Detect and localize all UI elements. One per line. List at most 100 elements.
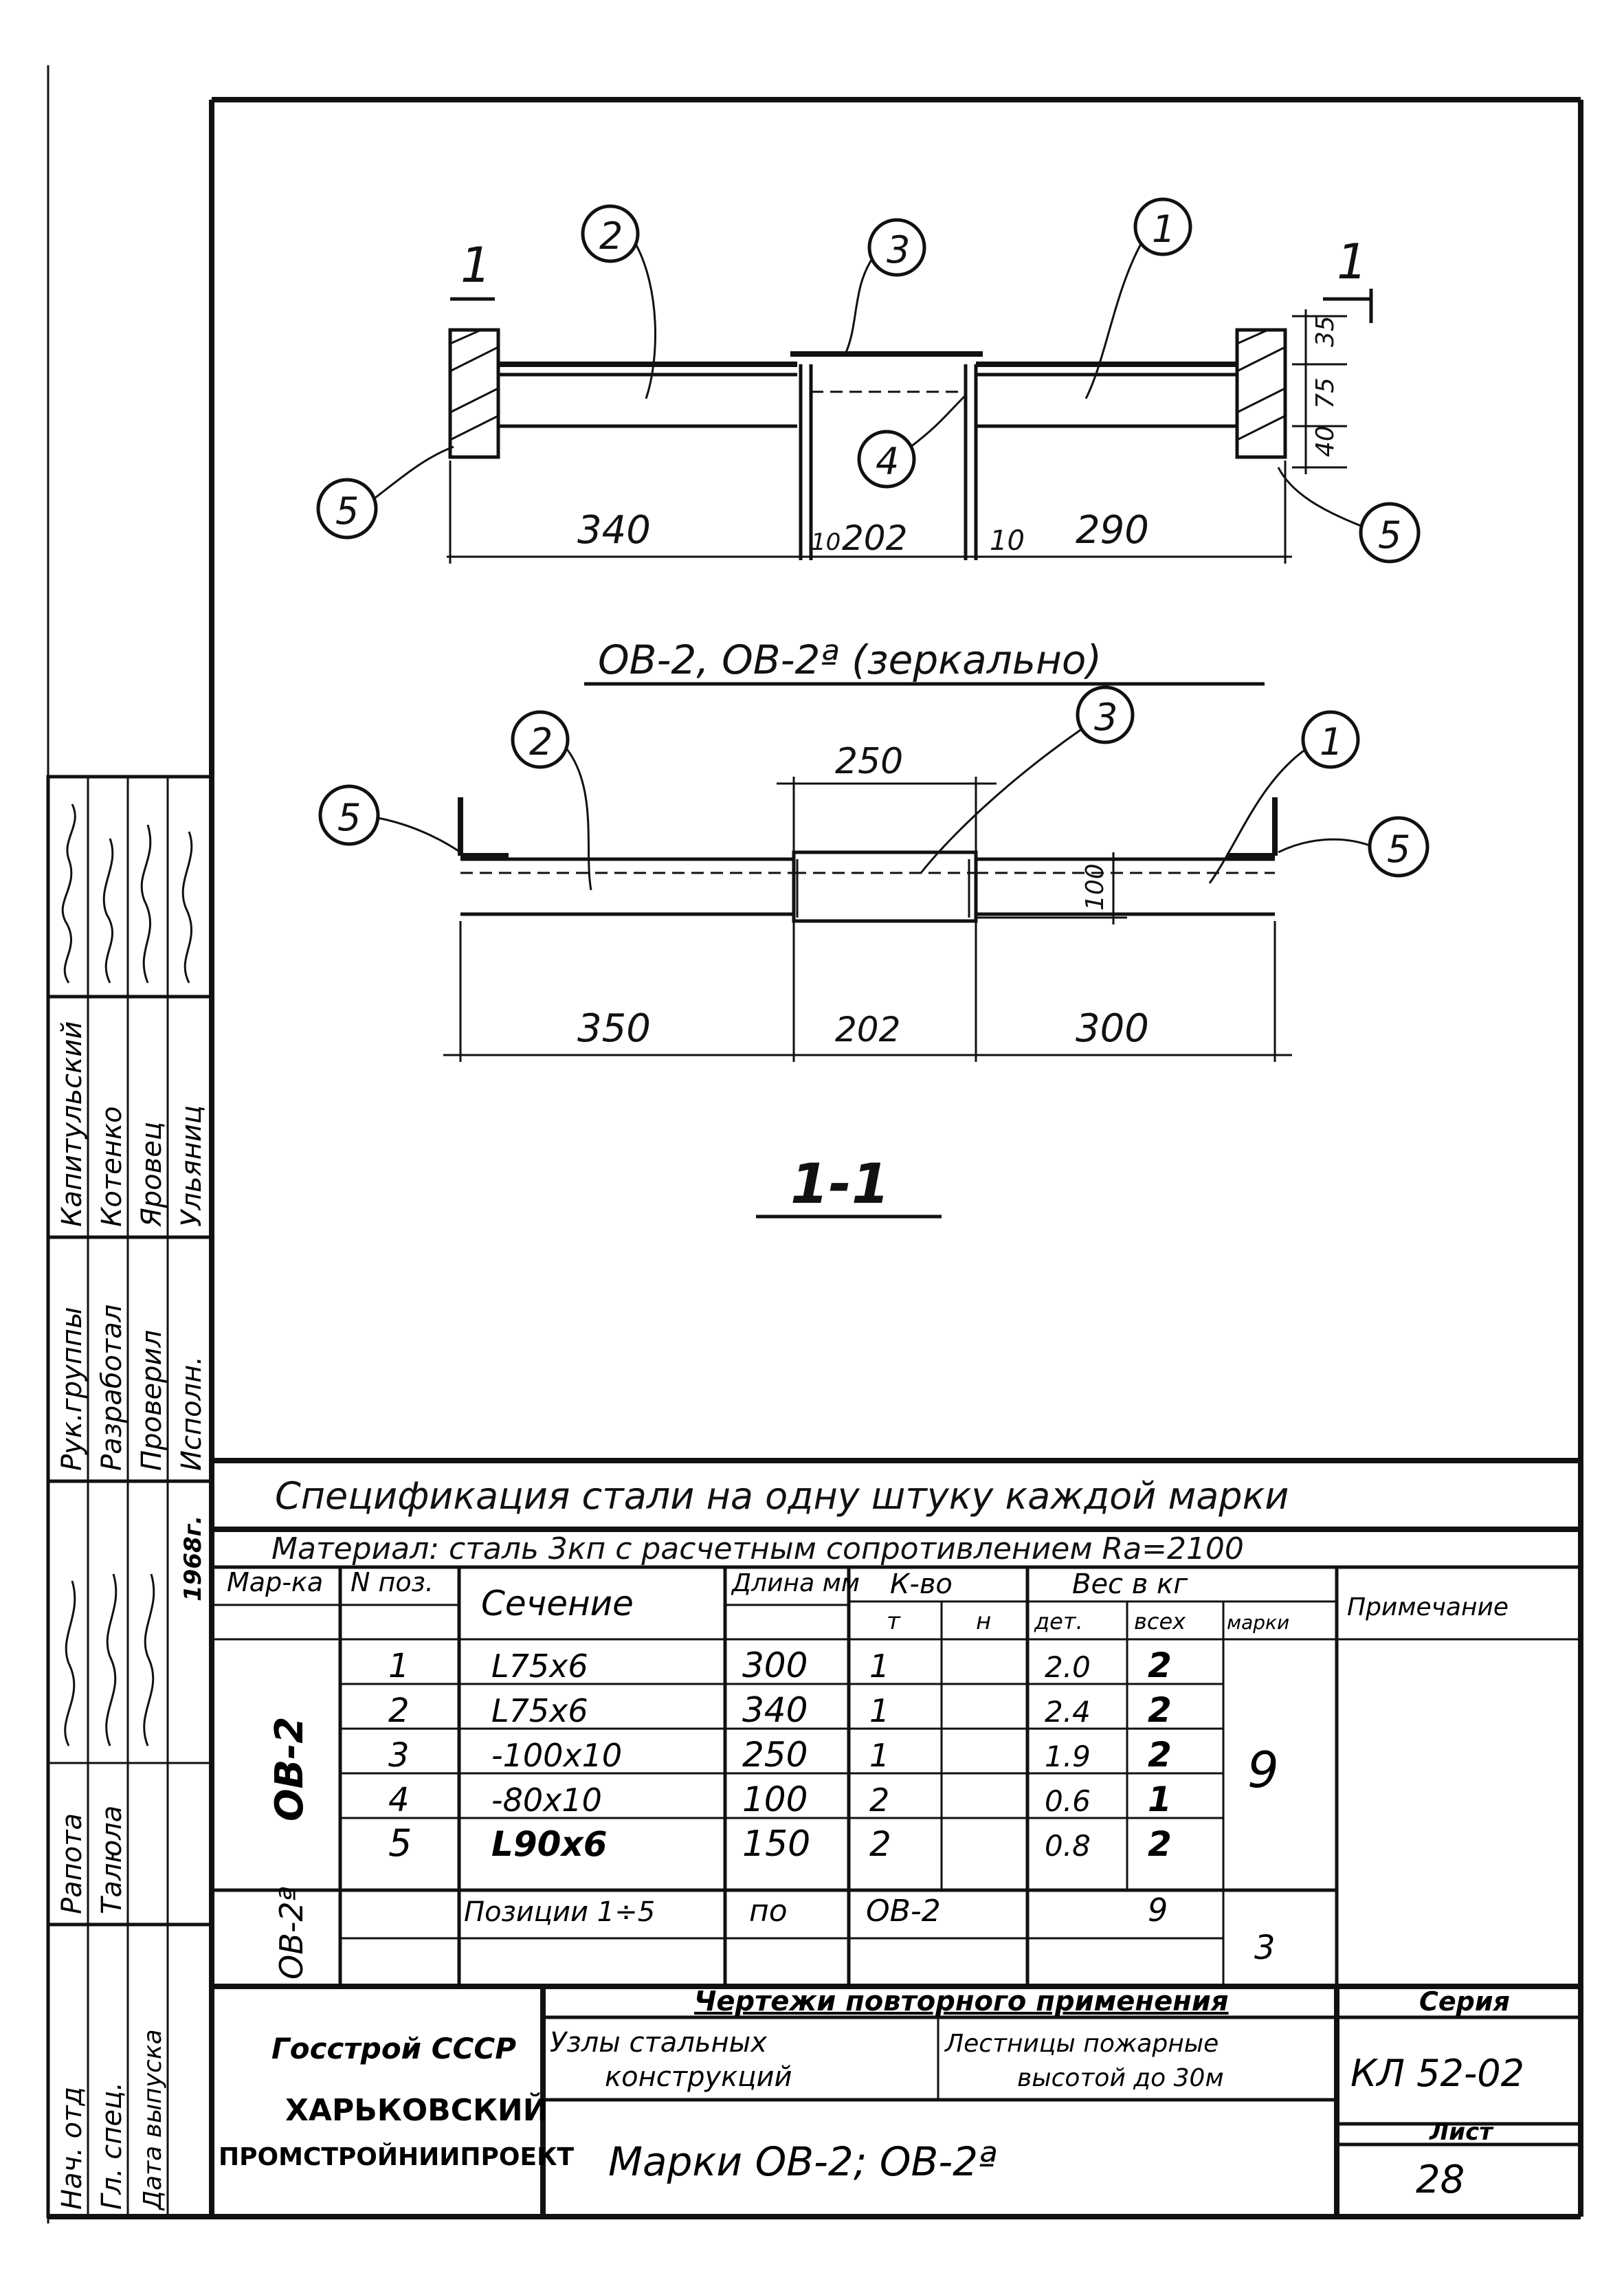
callout-1: 1 <box>1152 208 1175 251</box>
sheet-value: 28 <box>1416 2158 1465 2202</box>
group2-row-c: ОВ-2 <box>866 1894 941 1929</box>
row4-w-det: 0.6 <box>1045 1784 1091 1818</box>
group2-row-a: Позиции 1÷5 <box>464 1896 655 1928</box>
row3-length: 250 <box>742 1735 808 1775</box>
hdr-weight-mark: марки <box>1227 1611 1289 1634</box>
dim-340: 340 <box>577 508 651 553</box>
dim-35: 35 <box>1311 315 1339 347</box>
lower-role-3: Дата выпуска <box>139 2029 167 2211</box>
hdr-weight: Вес в кг <box>1072 1568 1188 1600</box>
hdr-weight-det: дет. <box>1034 1608 1083 1634</box>
callout-5-right-b: 5 <box>1387 828 1410 871</box>
group1-mark: ОВ-2 <box>267 1717 312 1822</box>
name-2: Котенко <box>96 1106 128 1227</box>
section-marker-right: 1 <box>1337 234 1368 290</box>
callout-4: 4 <box>876 440 899 483</box>
section-view-drawing: 250 100 350 202 300 2 3 1 5 5 1-1 <box>318 685 1430 1219</box>
dim-10-left: 10 <box>811 529 841 556</box>
callout-5-right: 5 <box>1378 513 1401 557</box>
hdr-pos: N поз. <box>351 1567 434 1597</box>
row3-w-all: 2 <box>1148 1735 1172 1775</box>
role-1: Рук.группы <box>56 1307 88 1471</box>
lower-name-2: Талюла <box>96 1806 128 1914</box>
group2-mark-weight: 3 <box>1254 1929 1276 1967</box>
lower-name-1: Рапота <box>56 1813 88 1914</box>
side-stamp: Рук.группы Разработал Проверил Исполн. К… <box>46 775 214 2219</box>
callout-2: 2 <box>599 214 623 258</box>
row4-pos: 4 <box>388 1781 410 1819</box>
section-marker-left: 1 <box>460 237 491 293</box>
row2-length: 340 <box>742 1690 808 1730</box>
sheet-label: Лист <box>1429 2118 1494 2146</box>
row2-w-all: 2 <box>1148 1690 1172 1730</box>
row5-qty-t: 2 <box>869 1824 891 1864</box>
callout-5-left-b: 5 <box>337 796 361 839</box>
group2-mark: ОВ-2ª <box>273 1887 310 1980</box>
hdr-qty: К-во <box>890 1568 953 1600</box>
subject-a1: Узлы стальных <box>550 2027 767 2059</box>
row4-qty-t: 2 <box>869 1782 889 1819</box>
lower-role-1: Нач. отд <box>56 2087 88 2210</box>
lower-role-2: Гл. спец. <box>96 2082 128 2210</box>
dim-202-b: 202 <box>835 1010 900 1050</box>
hdr-mark: Мар-ка <box>227 1567 323 1597</box>
group2-w-all: 9 <box>1148 1892 1168 1929</box>
hdr-weight-all: всех <box>1134 1608 1186 1634</box>
hdr-qty-n: н <box>976 1608 991 1635</box>
tb-header: Чертежи повторного применения <box>694 1986 1229 2017</box>
row4-section: -80x10 <box>491 1782 602 1819</box>
callout-5-left: 5 <box>335 489 359 533</box>
org-line1: Госстрой СССР <box>271 2032 516 2065</box>
spec-row: 2 L75x6 340 1 2.4 2 <box>388 1690 1172 1730</box>
plan-view-drawing: 1 1 340 10 202 10 290 <box>316 197 1421 686</box>
name-1: Капитульский <box>56 1021 88 1227</box>
row5-section: L90x6 <box>491 1824 607 1864</box>
role-3: Проверил <box>136 1330 168 1471</box>
hdr-qty-t: т <box>887 1608 901 1635</box>
row3-w-det: 1.9 <box>1045 1740 1091 1773</box>
subject-b2: высотой до 30м <box>1017 2064 1224 2092</box>
row5-length: 150 <box>742 1823 810 1865</box>
row1-section: L75x6 <box>491 1648 588 1685</box>
subject-a2: конструкций <box>605 2061 792 2093</box>
role-4: Исполн. <box>176 1356 208 1471</box>
spec-title: Спецификация стали на одну штуку каждой … <box>275 1474 1289 1518</box>
row4-length: 100 <box>742 1779 808 1819</box>
spec-row: 4 -80x10 100 2 0.6 1 <box>388 1779 1172 1819</box>
drawing-1-caption: ОВ-2, ОВ-2ª (зеркально) <box>598 636 1102 683</box>
stamp-year: 1968г. <box>179 1516 207 1601</box>
group2-row-b: по <box>749 1894 788 1929</box>
spec-row: 1 L75x6 300 1 2.0 2 <box>388 1645 1172 1685</box>
dim-300: 300 <box>1076 1006 1149 1051</box>
dim-290: 290 <box>1076 508 1149 553</box>
name-3: Яровец <box>136 1122 168 1228</box>
callout-2-b: 2 <box>529 720 553 764</box>
row2-qty-t: 1 <box>869 1692 889 1729</box>
group1-mark-weight: 9 <box>1247 1741 1279 1799</box>
row5-pos: 5 <box>388 1821 412 1865</box>
org-line2: ХАРЬКОВСКИЙ <box>285 2092 548 2128</box>
row1-qty-t: 1 <box>869 1648 889 1685</box>
series-label: Серия <box>1419 1986 1510 2017</box>
dim-202: 202 <box>842 518 907 558</box>
dim-40: 40 <box>1311 425 1339 457</box>
row2-pos: 2 <box>388 1692 410 1730</box>
row3-section: -100x10 <box>491 1737 622 1774</box>
row3-pos: 3 <box>388 1736 410 1775</box>
row1-w-det: 2.0 <box>1045 1650 1091 1684</box>
dim-10-right: 10 <box>990 525 1025 557</box>
spec-group-ov2: ОВ-2 9 1 L75x6 300 1 2.0 2 2 L75x6 340 1… <box>267 1645 1279 1865</box>
role-2: Разработал <box>96 1305 128 1471</box>
sheet-title: Марки ОВ-2; ОВ-2ª <box>608 2138 997 2185</box>
hdr-note: Примечание <box>1347 1593 1509 1621</box>
dim-250: 250 <box>835 741 903 782</box>
hdr-section: Сечение <box>481 1584 634 1623</box>
subject-b1: Лестницы пожарные <box>944 2030 1219 2058</box>
spec-material: Материал: сталь 3кп с расчетным сопротив… <box>271 1531 1244 1566</box>
row1-pos: 1 <box>388 1647 410 1685</box>
row1-w-all: 2 <box>1148 1645 1172 1685</box>
name-4: Ульяниц <box>176 1105 208 1227</box>
title-block: Госстрой СССР ХАРЬКОВСКИЙ ПРОМСТРОЙНИИПР… <box>212 1984 1581 2217</box>
row2-section: L75x6 <box>491 1692 588 1729</box>
